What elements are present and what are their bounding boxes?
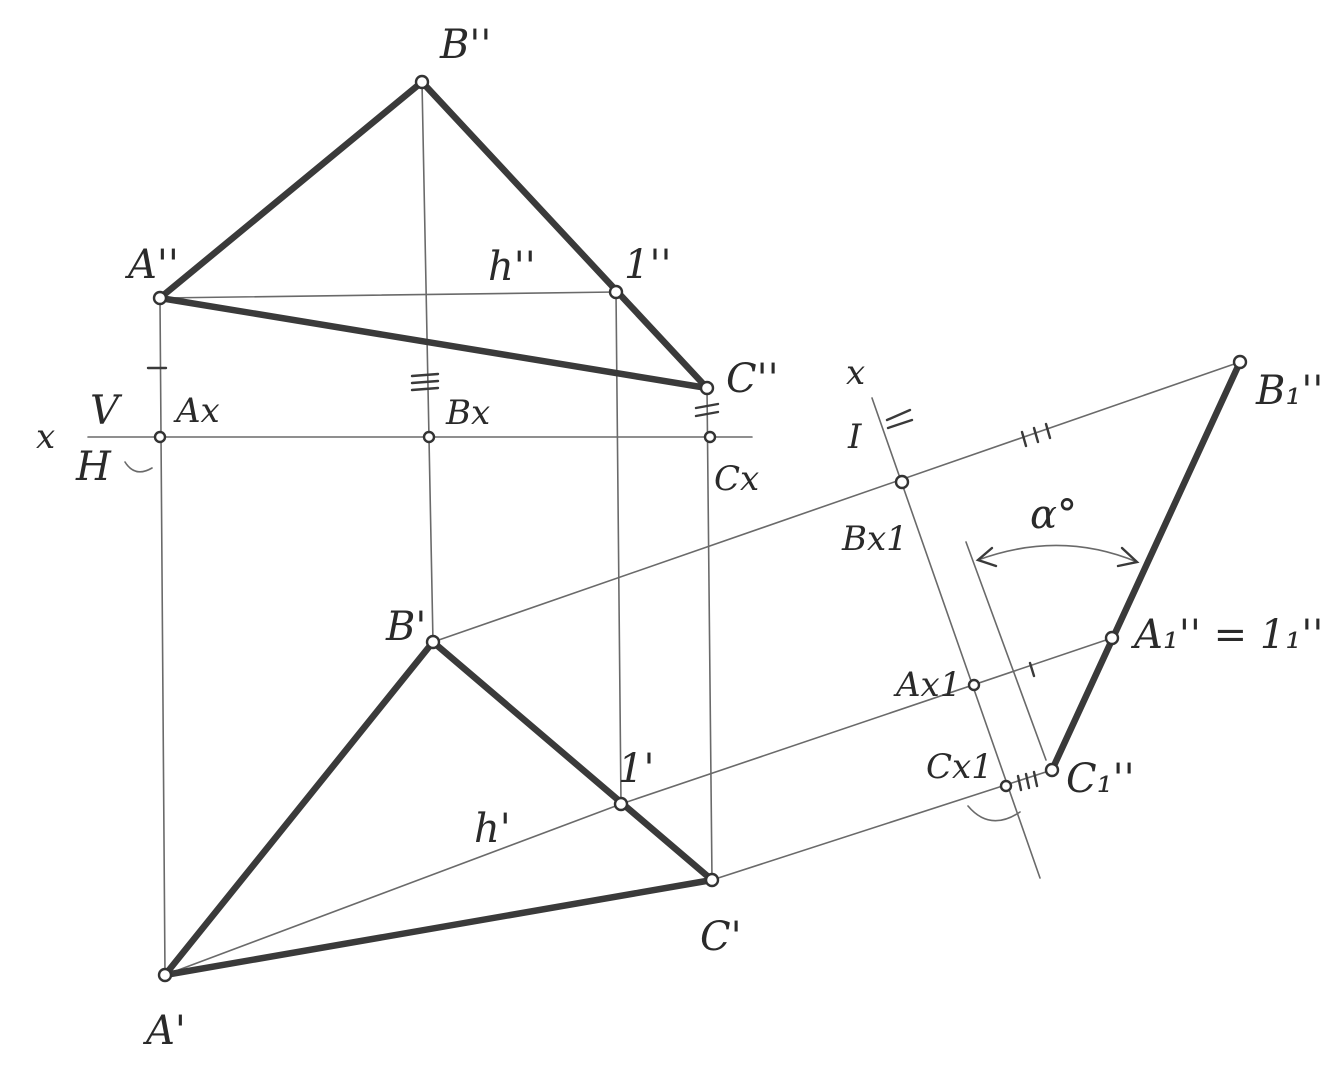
horizontal-h1-line — [164, 803, 622, 976]
tick-c1n-1 — [1016, 774, 1023, 792]
point-b1n — [1232, 354, 1248, 370]
edge-a2-c2 — [156, 294, 711, 392]
point-ax — [153, 430, 167, 444]
label-a1n: A₁'' = 1₁'' — [1130, 612, 1323, 658]
link-line-a — [159, 299, 166, 976]
label-x1-axis: x — [846, 353, 865, 393]
edge-b1-c1 — [429, 638, 716, 884]
tick-b1 — [410, 372, 440, 378]
point-a1 — [157, 967, 173, 983]
tick-b1n-1 — [1020, 430, 1028, 448]
edge-a1-b1 — [161, 638, 437, 979]
label-ax1: Ax1 — [893, 665, 961, 705]
label-b2: B'' — [439, 22, 491, 68]
point-bx1 — [894, 474, 910, 490]
distance-ticks — [146, 366, 1140, 792]
angle-alpha-arc — [977, 544, 1138, 563]
edge-a2-b2 — [156, 78, 426, 302]
horizontal-h2-line — [159, 291, 617, 299]
tick-x1-axis-1 — [885, 408, 912, 422]
tick-b1n-2 — [1032, 426, 1040, 444]
alpha-arrow-right — [1116, 546, 1140, 568]
alpha-arrow-left — [975, 546, 998, 568]
tick-c1n-2 — [1024, 772, 1031, 790]
label-b1: B' — [385, 604, 426, 650]
point-c1n — [1044, 762, 1060, 778]
tick-c2 — [694, 410, 720, 418]
label-bx: Bx — [445, 393, 490, 433]
tick-a1n — [1028, 661, 1036, 678]
label-alpha: α° — [1030, 492, 1077, 538]
label-c1n: C₁'' — [1066, 756, 1135, 802]
tick-b1n-3 — [1044, 422, 1052, 440]
edge-a1-c1 — [161, 876, 716, 979]
label-a2: A'' — [124, 242, 179, 288]
label-ax: Ax — [173, 391, 220, 431]
point-c2 — [699, 380, 715, 396]
axis-x1-line — [871, 397, 1041, 879]
point-b2 — [414, 74, 430, 90]
label-h: H — [75, 444, 112, 490]
point-cx — [703, 430, 717, 444]
point-b1 — [425, 634, 441, 650]
point-bx — [422, 430, 436, 444]
projector-a-line — [620, 637, 1113, 805]
points — [152, 74, 1248, 983]
link-line-1 — [615, 291, 622, 805]
label-i: I — [847, 417, 862, 457]
label-v: V — [90, 388, 123, 434]
label-b1n: B₁'' — [1255, 368, 1323, 414]
label-c1: C' — [700, 914, 742, 960]
tick-b2 — [410, 379, 440, 385]
label-c2: C'' — [726, 356, 779, 402]
right-angle-arc-h — [124, 461, 153, 473]
point-c1 — [704, 872, 720, 888]
triangle-lines — [156, 78, 1244, 979]
link-line-b — [421, 81, 434, 643]
label-a1: A' — [142, 1008, 186, 1054]
label-bx1: Bx1 — [841, 519, 908, 559]
point-cx1 — [999, 779, 1013, 793]
edge-view-line — [1048, 358, 1244, 774]
projector-b-line — [432, 361, 1241, 643]
label-cx1: Cx1 — [926, 747, 993, 787]
projector-c-line — [711, 769, 1053, 881]
point-a1n — [1104, 630, 1120, 646]
label-cx: Cx — [714, 459, 759, 499]
label-1-2: 1'' — [624, 242, 671, 288]
label-h2: h'' — [488, 244, 536, 290]
tick-c1 — [694, 402, 720, 410]
label-1-1: 1' — [618, 746, 654, 792]
labels: B'' A'' h'' 1'' C'' x V H Ax Bx Cx B' 1'… — [36, 22, 1323, 1054]
edge-b2-c2 — [418, 78, 711, 392]
tick-c1n-3 — [1032, 770, 1039, 788]
point-1-2 — [608, 284, 624, 300]
point-ax1 — [967, 678, 981, 692]
tick-x1-axis-2 — [886, 418, 914, 430]
point-1-1 — [613, 796, 629, 812]
label-h1: h' — [474, 806, 511, 852]
angle-reference-line — [965, 541, 1047, 761]
link-line-c — [706, 387, 713, 881]
tick-b3 — [410, 386, 440, 392]
point-a2 — [152, 290, 168, 306]
label-x-axis: x — [36, 417, 55, 457]
right-angle-arc-x1 — [967, 805, 1021, 822]
